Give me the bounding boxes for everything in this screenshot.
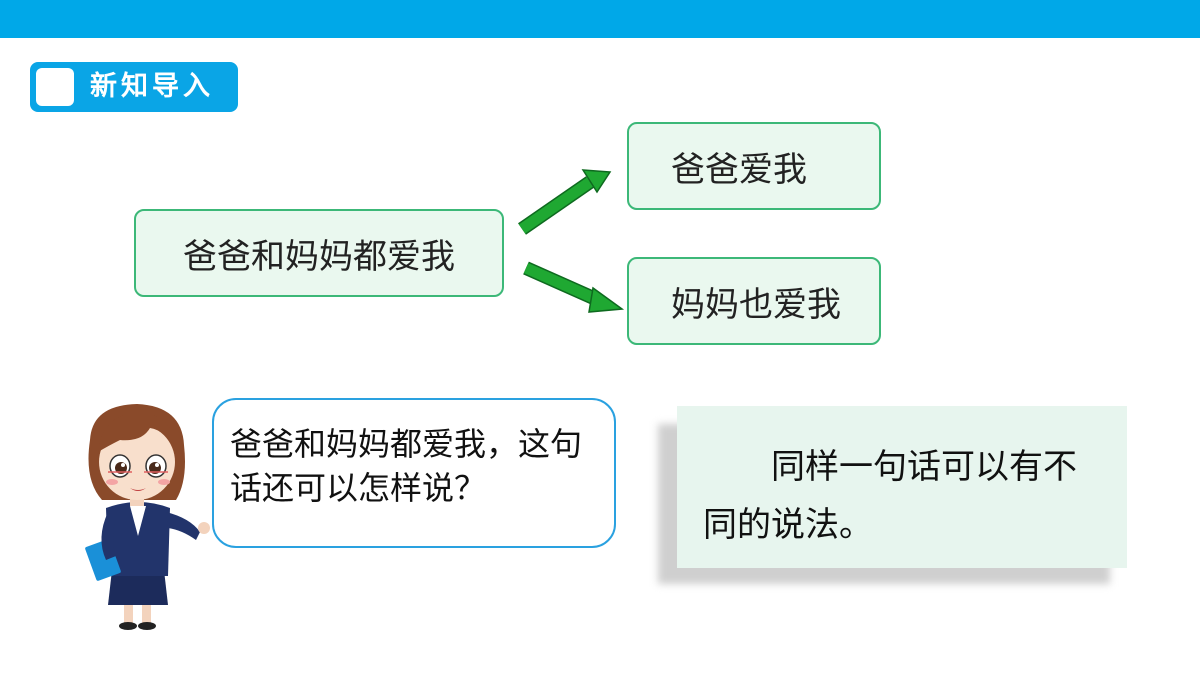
bubble-text: 爸爸和妈妈都爱我，这句话还可以怎样说？	[230, 425, 583, 507]
section-badge: 新知导入	[30, 62, 238, 112]
target-sentence-bottom: 妈妈也爱我	[671, 284, 841, 325]
target-box-top: 爸爸爱我	[627, 122, 881, 210]
badge-square-icon	[36, 68, 74, 106]
summary-note: 同样一句话可以有不同的说法。	[677, 406, 1127, 568]
target-sentence-top: 爸爸爱我	[671, 149, 807, 190]
note-text: 同样一句话可以有不同的说法。	[703, 447, 1077, 545]
teacher-speech-bubble: 爸爸和妈妈都爱我，这句话还可以怎样说？	[212, 398, 616, 548]
arrow-up-icon	[518, 169, 612, 235]
top-bar	[0, 0, 1200, 38]
teacher-avatar	[85, 404, 210, 630]
source-sentence-box: 爸爸和妈妈都爱我	[134, 209, 504, 297]
section-title: 新知导入	[90, 71, 214, 102]
target-box-bottom: 妈妈也爱我	[627, 257, 881, 345]
source-sentence: 爸爸和妈妈都爱我	[183, 236, 455, 277]
arrow-down-icon	[523, 261, 625, 313]
